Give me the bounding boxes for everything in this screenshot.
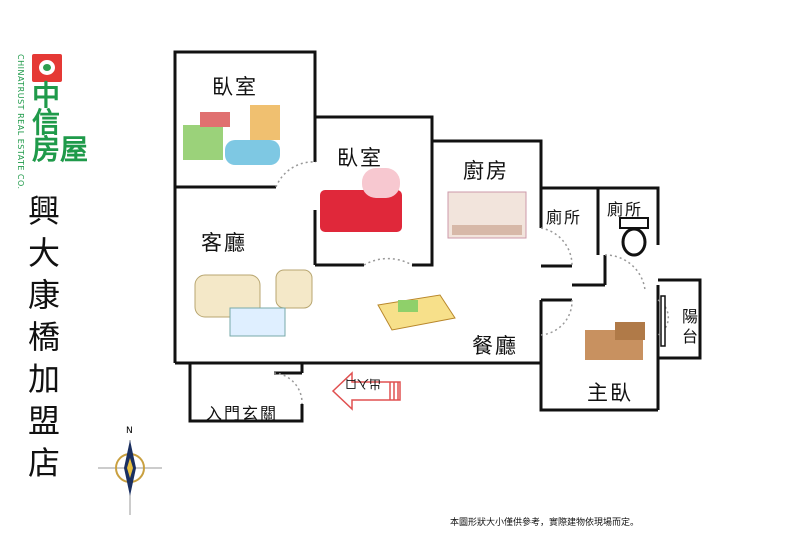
room-label-balcony: 陽台 [679,308,698,348]
logo-char: 信 [32,106,61,139]
logo: 中 信 房屋 [32,79,88,164]
dining-table-illustration [377,294,456,331]
logo-char: 房屋 [32,133,89,166]
entrance-arrow-icon [331,371,401,411]
room-label-dining-room: 餐廳 [472,334,518,358]
room-label-master-bedroom: 主臥 [587,381,633,405]
kitchen-illustration [447,191,527,239]
store-name: 興大康橋加盟店 [28,192,61,482]
walls [173,50,702,423]
logo-char: 中 [32,79,61,112]
disclaimer-note: 本圖形狀大小僅供參考，實際建物依現場而定。 [450,518,640,528]
room-label-living-room: 客廳 [201,231,247,255]
room-label-bedroom-2: 臥室 [337,146,383,170]
room-label-kitchen: 廚房 [463,159,509,183]
bedroom-2-bed-illustration [320,168,402,232]
compass-north-label: N [126,426,133,436]
room-label-entrance: 入門玄關 [206,404,279,423]
room-label-bedroom-1: 臥室 [212,75,258,99]
room-label-bathroom-2: 廁所 [607,200,644,219]
master-bed-illustration [585,322,645,360]
entrance-arrow-label: 出入口 [345,377,382,391]
room-label-bathroom-1: 廁所 [546,208,583,227]
living-room-sofa-illustration [194,269,313,337]
door-swings [273,161,670,405]
logo-emblem-icon [32,54,62,82]
balcony-door-icon [660,295,666,347]
compass-icon [98,440,162,515]
logo-english-text: CHINATRUST REAL ESTATE CO. [16,54,25,190]
toilet-icon [619,217,649,257]
bedroom-1-furniture-illustration [183,105,280,165]
